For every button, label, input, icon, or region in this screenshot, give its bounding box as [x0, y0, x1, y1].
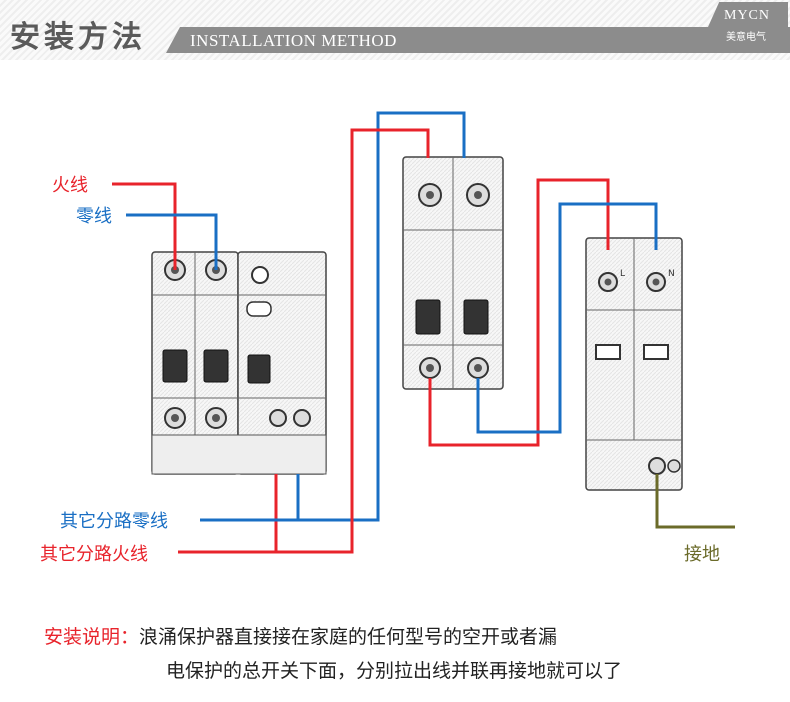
- main-breaker: [151, 251, 327, 475]
- install-note-line1: 浪涌保护器直接接在家庭的任何型号的空开或者漏: [139, 626, 558, 648]
- status-window-icon: [643, 344, 669, 360]
- install-note: 安装说明：浪涌保护器直接接在家庭的任何型号的空开或者漏: [44, 618, 784, 656]
- ground-terminal-icon: [648, 457, 666, 475]
- page-title: 安装方法: [10, 20, 146, 55]
- brand-logo: [708, 2, 788, 52]
- branch-neutral-label: 其它分路零线: [60, 511, 168, 532]
- spd-neutral-wire: [476, 202, 658, 434]
- brand-name-cn: 美意电气: [726, 32, 766, 43]
- lever-icon: [162, 349, 188, 383]
- spd-n-mark: N: [668, 269, 675, 279]
- status-window-icon: [595, 344, 621, 360]
- neutral-wire-label: 零线: [76, 206, 112, 227]
- live-wire-label: 火线: [52, 175, 88, 196]
- lever-icon: [203, 349, 229, 383]
- spd-l-mark: L: [620, 269, 625, 279]
- test-button-icon: [251, 266, 269, 284]
- ground-label: 接地: [684, 544, 720, 565]
- branch-live-wire: [178, 128, 430, 554]
- neutral-wire-in: [126, 213, 218, 270]
- surge-protector: L N: [585, 237, 683, 491]
- ground-wire: [655, 474, 735, 529]
- live-wire-in: [112, 182, 177, 270]
- wiring-diagram: L N: [112, 111, 735, 554]
- header-band: [180, 27, 790, 53]
- header-band-notch: [166, 27, 180, 53]
- install-note-line2: 电保护的总开关下面，分别拉出线并联再接地就可以了: [166, 660, 623, 682]
- header-bar: 安装方法 INSTALLATION METHOD MYCN 美意电气: [0, 0, 790, 60]
- branch-breaker: [402, 156, 504, 390]
- branch-live-label: 其它分路火线: [40, 544, 148, 565]
- spd-live-wire: [428, 178, 610, 447]
- page-subtitle: INSTALLATION METHOD: [190, 31, 397, 50]
- branch-neutral-wire: [200, 111, 466, 522]
- brand-name-en: MYCN: [724, 8, 771, 23]
- install-note-heading: 安装说明：: [44, 626, 140, 648]
